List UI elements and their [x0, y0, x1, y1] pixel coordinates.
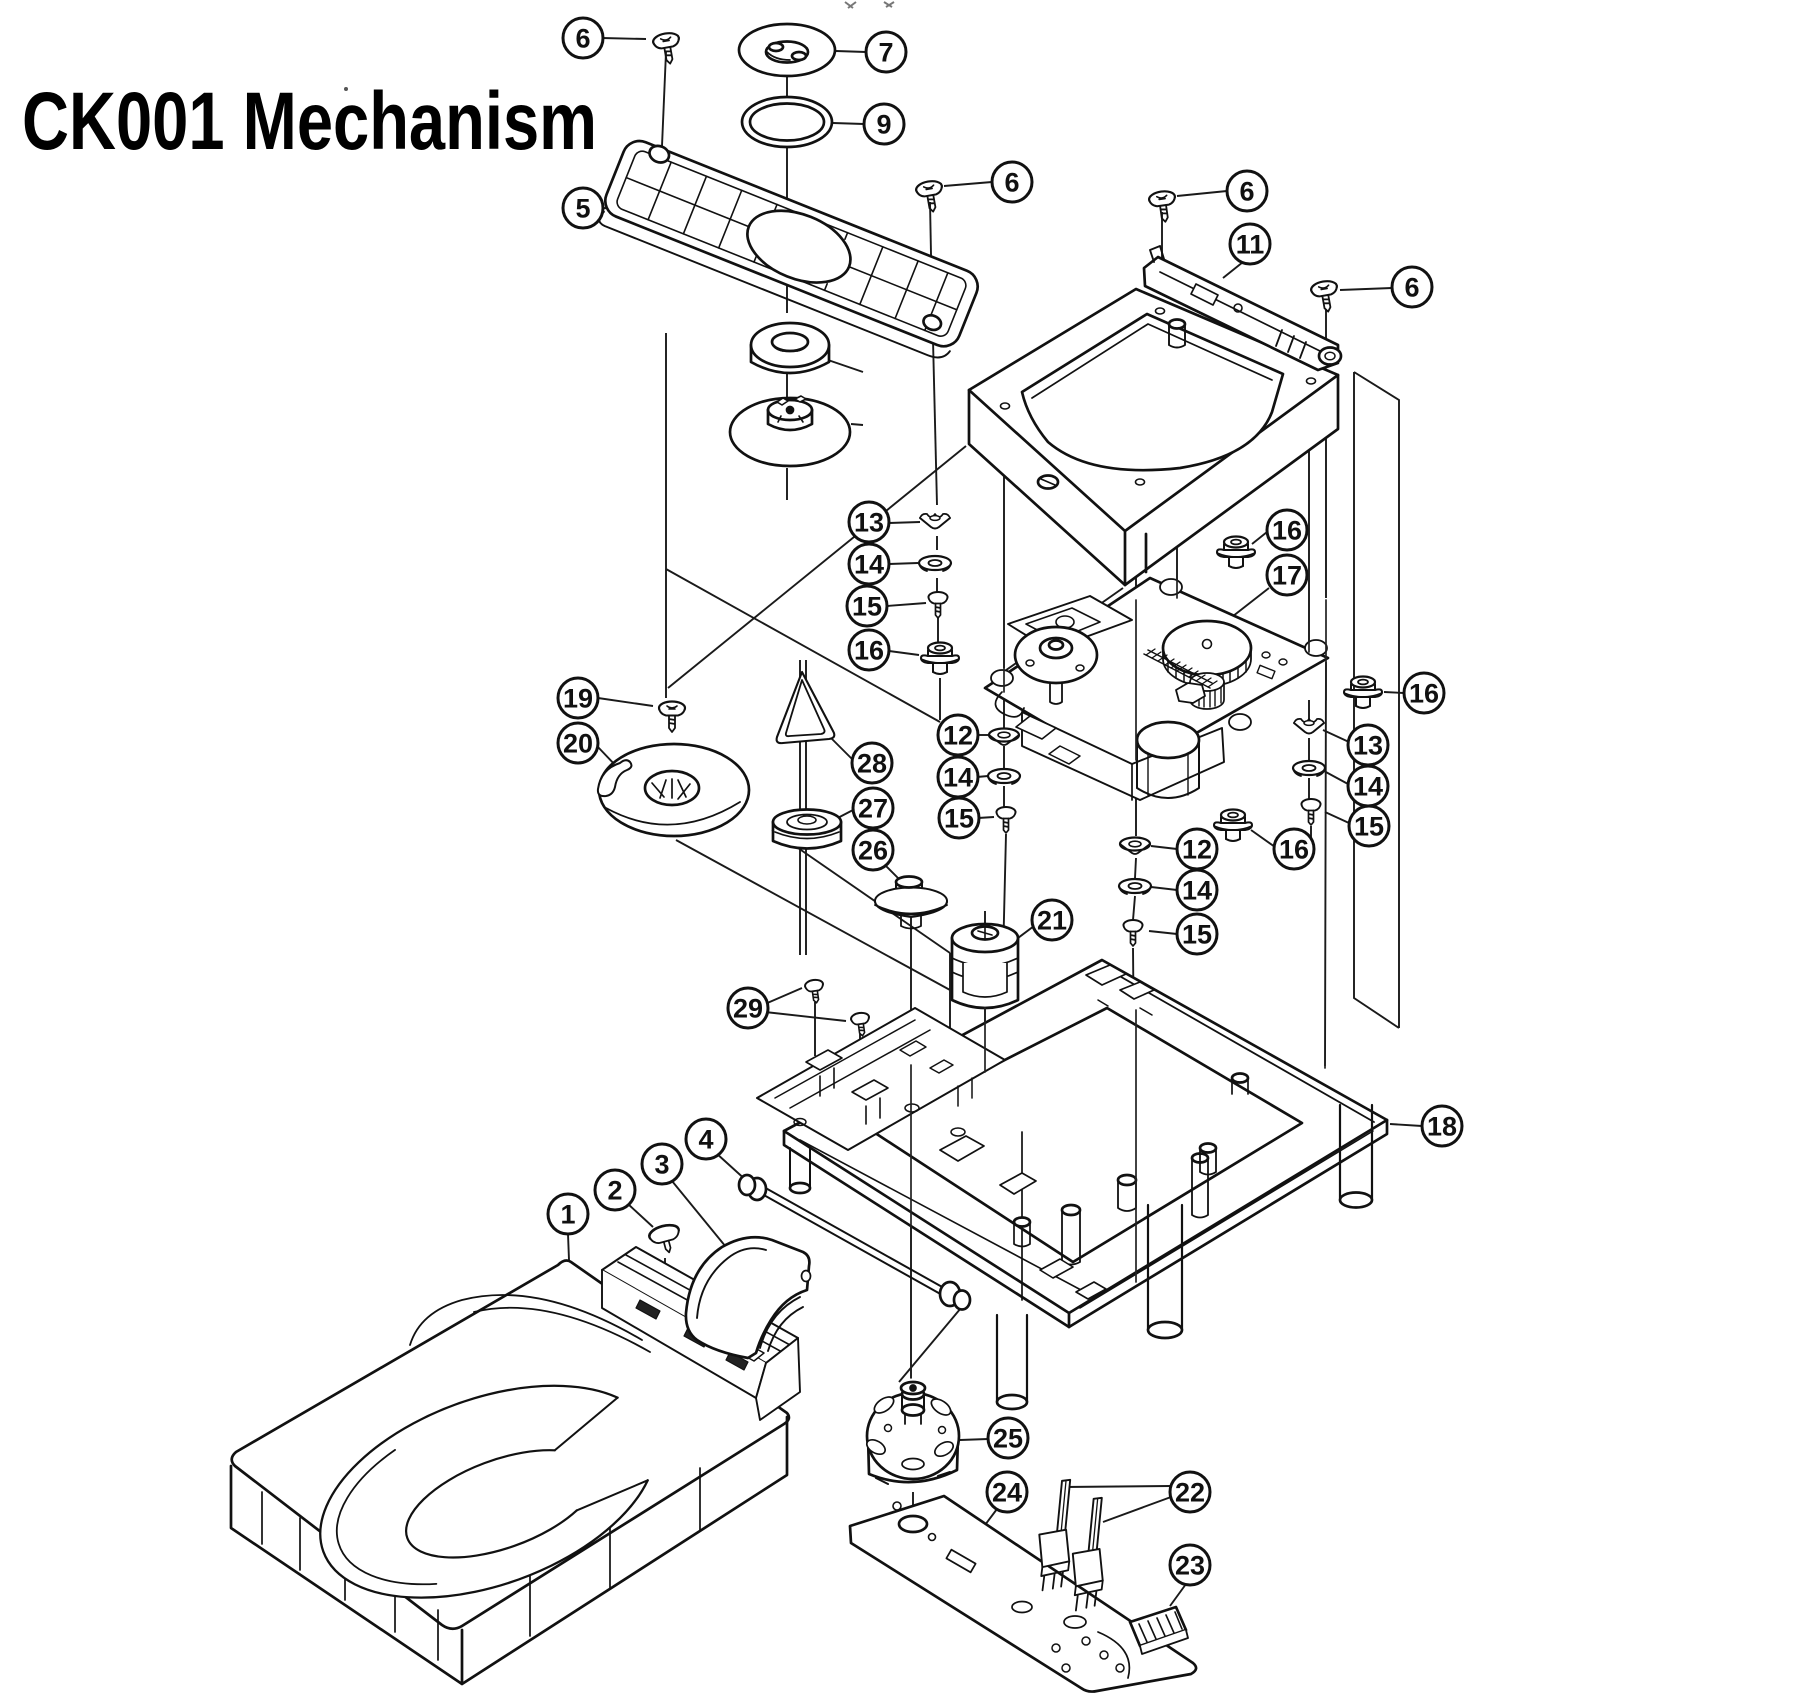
- svg-text:12: 12: [1182, 835, 1212, 865]
- svg-text:28: 28: [857, 749, 887, 779]
- svg-text:18: 18: [1427, 1112, 1457, 1142]
- svg-text:27: 27: [858, 794, 888, 824]
- svg-text:15: 15: [1354, 812, 1384, 842]
- svg-text:14: 14: [1182, 876, 1212, 906]
- svg-text:26: 26: [858, 836, 888, 866]
- svg-text:5: 5: [575, 194, 590, 224]
- svg-text:13: 13: [854, 508, 884, 538]
- svg-text:6: 6: [575, 24, 590, 54]
- svg-text:29: 29: [733, 994, 763, 1024]
- svg-text:11: 11: [1236, 230, 1265, 260]
- svg-text:14: 14: [1353, 772, 1383, 802]
- svg-text:CK001 Mechanism: CK001 Mechanism: [22, 76, 597, 167]
- svg-text:16: 16: [854, 636, 884, 666]
- svg-text:15: 15: [944, 804, 974, 834]
- svg-text:22: 22: [1175, 1478, 1205, 1508]
- svg-text:21: 21: [1037, 906, 1067, 936]
- svg-text:3: 3: [654, 1150, 669, 1180]
- svg-text:15: 15: [852, 592, 882, 622]
- svg-text:7: 7: [878, 38, 893, 68]
- svg-text:20: 20: [563, 729, 593, 759]
- svg-text:6: 6: [1239, 177, 1254, 207]
- svg-text:24: 24: [992, 1478, 1022, 1508]
- svg-text:15: 15: [1182, 920, 1212, 950]
- svg-text:16: 16: [1272, 516, 1302, 546]
- svg-text:9: 9: [876, 110, 891, 140]
- svg-text:23: 23: [1175, 1551, 1205, 1581]
- svg-text:17: 17: [1272, 561, 1302, 591]
- svg-text:14: 14: [943, 763, 973, 793]
- svg-text:16: 16: [1409, 679, 1439, 709]
- svg-text:16: 16: [1279, 835, 1309, 865]
- svg-text:6: 6: [1004, 168, 1019, 198]
- svg-text:4: 4: [698, 1125, 713, 1155]
- svg-text:6: 6: [1404, 273, 1419, 303]
- svg-text:1: 1: [560, 1200, 575, 1230]
- svg-text:13: 13: [1353, 731, 1383, 761]
- svg-text:19: 19: [563, 684, 593, 714]
- svg-text:25: 25: [993, 1424, 1023, 1454]
- svg-text:12: 12: [943, 721, 973, 751]
- svg-text:2: 2: [607, 1176, 622, 1206]
- svg-text:14: 14: [854, 550, 884, 580]
